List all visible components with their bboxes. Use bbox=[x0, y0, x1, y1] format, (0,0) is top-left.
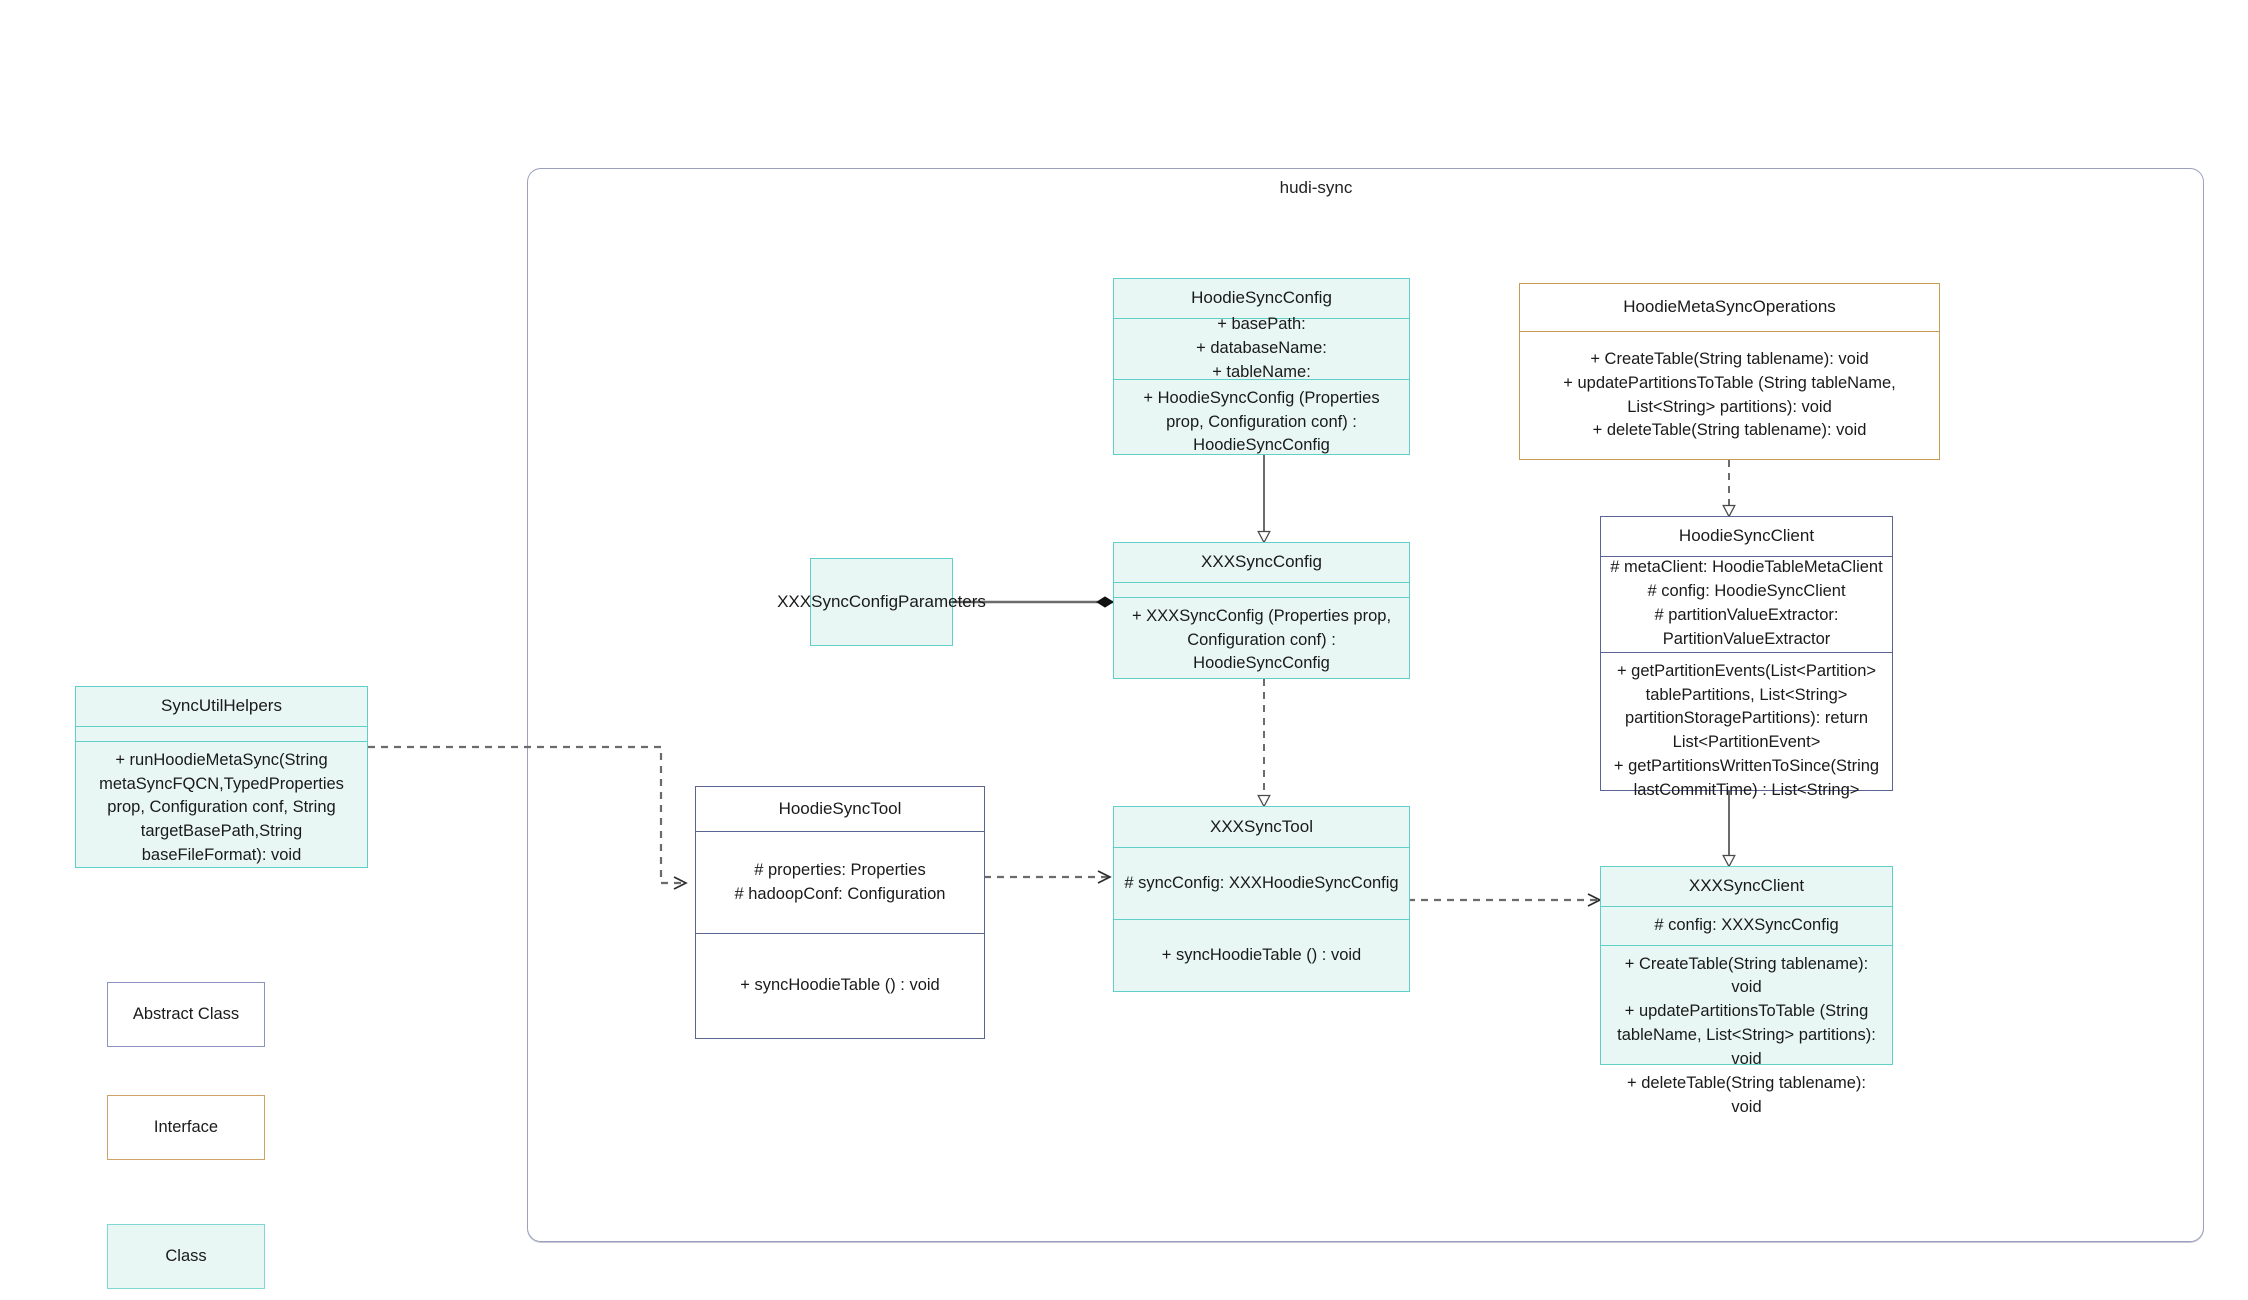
class-title: XXXSyncConfig bbox=[1201, 552, 1322, 571]
class-attributes: # properties: Properties # hadoopConf: C… bbox=[696, 831, 984, 933]
class-title: HoodieSyncConfig bbox=[1191, 288, 1332, 307]
class-title: XXXSyncTool bbox=[1210, 816, 1313, 836]
legend-class: Class bbox=[107, 1224, 265, 1289]
class-attributes bbox=[76, 725, 367, 741]
interface-node-hoodie-meta-sync-operations[interactable]: HoodieMetaSyncOperations + CreateTable(S… bbox=[1519, 283, 1940, 460]
class-methods: + getPartitionEvents(List<Partition> tab… bbox=[1601, 651, 1892, 811]
package-title: hudi-sync bbox=[1279, 178, 1353, 197]
class-methods: + syncHoodieTable () : void bbox=[696, 933, 984, 1038]
class-methods: + syncHoodieTable () : void bbox=[1114, 919, 1409, 991]
legend-label: Interface bbox=[153, 1118, 219, 1136]
legend-label: Class bbox=[165, 1247, 207, 1265]
class-attributes: # config: XXXSyncConfig bbox=[1601, 905, 1892, 945]
class-methods: + XXXSyncConfig (Properties prop, Config… bbox=[1114, 596, 1409, 684]
legend-interface: Interface bbox=[107, 1095, 265, 1160]
interface-title: HoodieMetaSyncOperations bbox=[1623, 297, 1836, 317]
interface-methods: + CreateTable(String tablename): void + … bbox=[1520, 331, 1939, 459]
class-methods: + HoodieSyncConfig (Properties prop, Con… bbox=[1114, 378, 1409, 466]
class-methods: + runHoodieMetaSync(String metaSyncFQCN,… bbox=[76, 740, 367, 876]
class-node-xxx-sync-client[interactable]: XXXSyncClient # config: XXXSyncConfig + … bbox=[1600, 866, 1893, 1116]
class-title: HoodieSyncClient bbox=[1678, 526, 1815, 545]
package-hudi-sync bbox=[527, 168, 2204, 1242]
legend-label: Abstract Class bbox=[132, 1005, 240, 1023]
class-title: SyncUtilHelpers bbox=[161, 696, 282, 715]
class-title: XXXSyncClient bbox=[1688, 876, 1805, 895]
class-node-sync-util-helpers[interactable]: SyncUtilHelpers + runHoodieMetaSync(Stri… bbox=[75, 686, 368, 868]
class-attributes: # syncConfig: XXXHoodieSyncConfig bbox=[1114, 847, 1409, 919]
class-attributes bbox=[1114, 581, 1409, 597]
abstract-node-hoodie-sync-tool[interactable]: HoodieSyncTool # properties: Properties … bbox=[695, 786, 985, 1039]
legend-abstract-class: Abstract Class bbox=[107, 982, 265, 1047]
class-node-xxx-sync-config-parameters[interactable]: XXXSyncConfigParameters bbox=[777, 558, 986, 646]
class-title: XXXSyncConfigParameters bbox=[777, 591, 986, 611]
class-node-hoodie-sync-config[interactable]: HoodieSyncConfig + basePath: + databaseN… bbox=[1113, 278, 1410, 455]
class-node-xxx-sync-tool[interactable]: XXXSyncTool # syncConfig: XXXHoodieSyncC… bbox=[1113, 806, 1410, 992]
class-attributes: # metaClient: HoodieTableMetaClient # co… bbox=[1601, 555, 1892, 652]
class-methods: + CreateTable(String tablename): void + … bbox=[1601, 944, 1892, 1127]
class-node-xxx-sync-config[interactable]: XXXSyncConfig + XXXSyncConfig (Propertie… bbox=[1113, 542, 1410, 679]
class-title: HoodieSyncTool bbox=[778, 798, 902, 818]
abstract-node-hoodie-sync-client[interactable]: HoodieSyncClient # metaClient: HoodieTab… bbox=[1600, 516, 1893, 799]
class-attributes: + basePath: + databaseName: + tableName: bbox=[1114, 315, 1409, 381]
